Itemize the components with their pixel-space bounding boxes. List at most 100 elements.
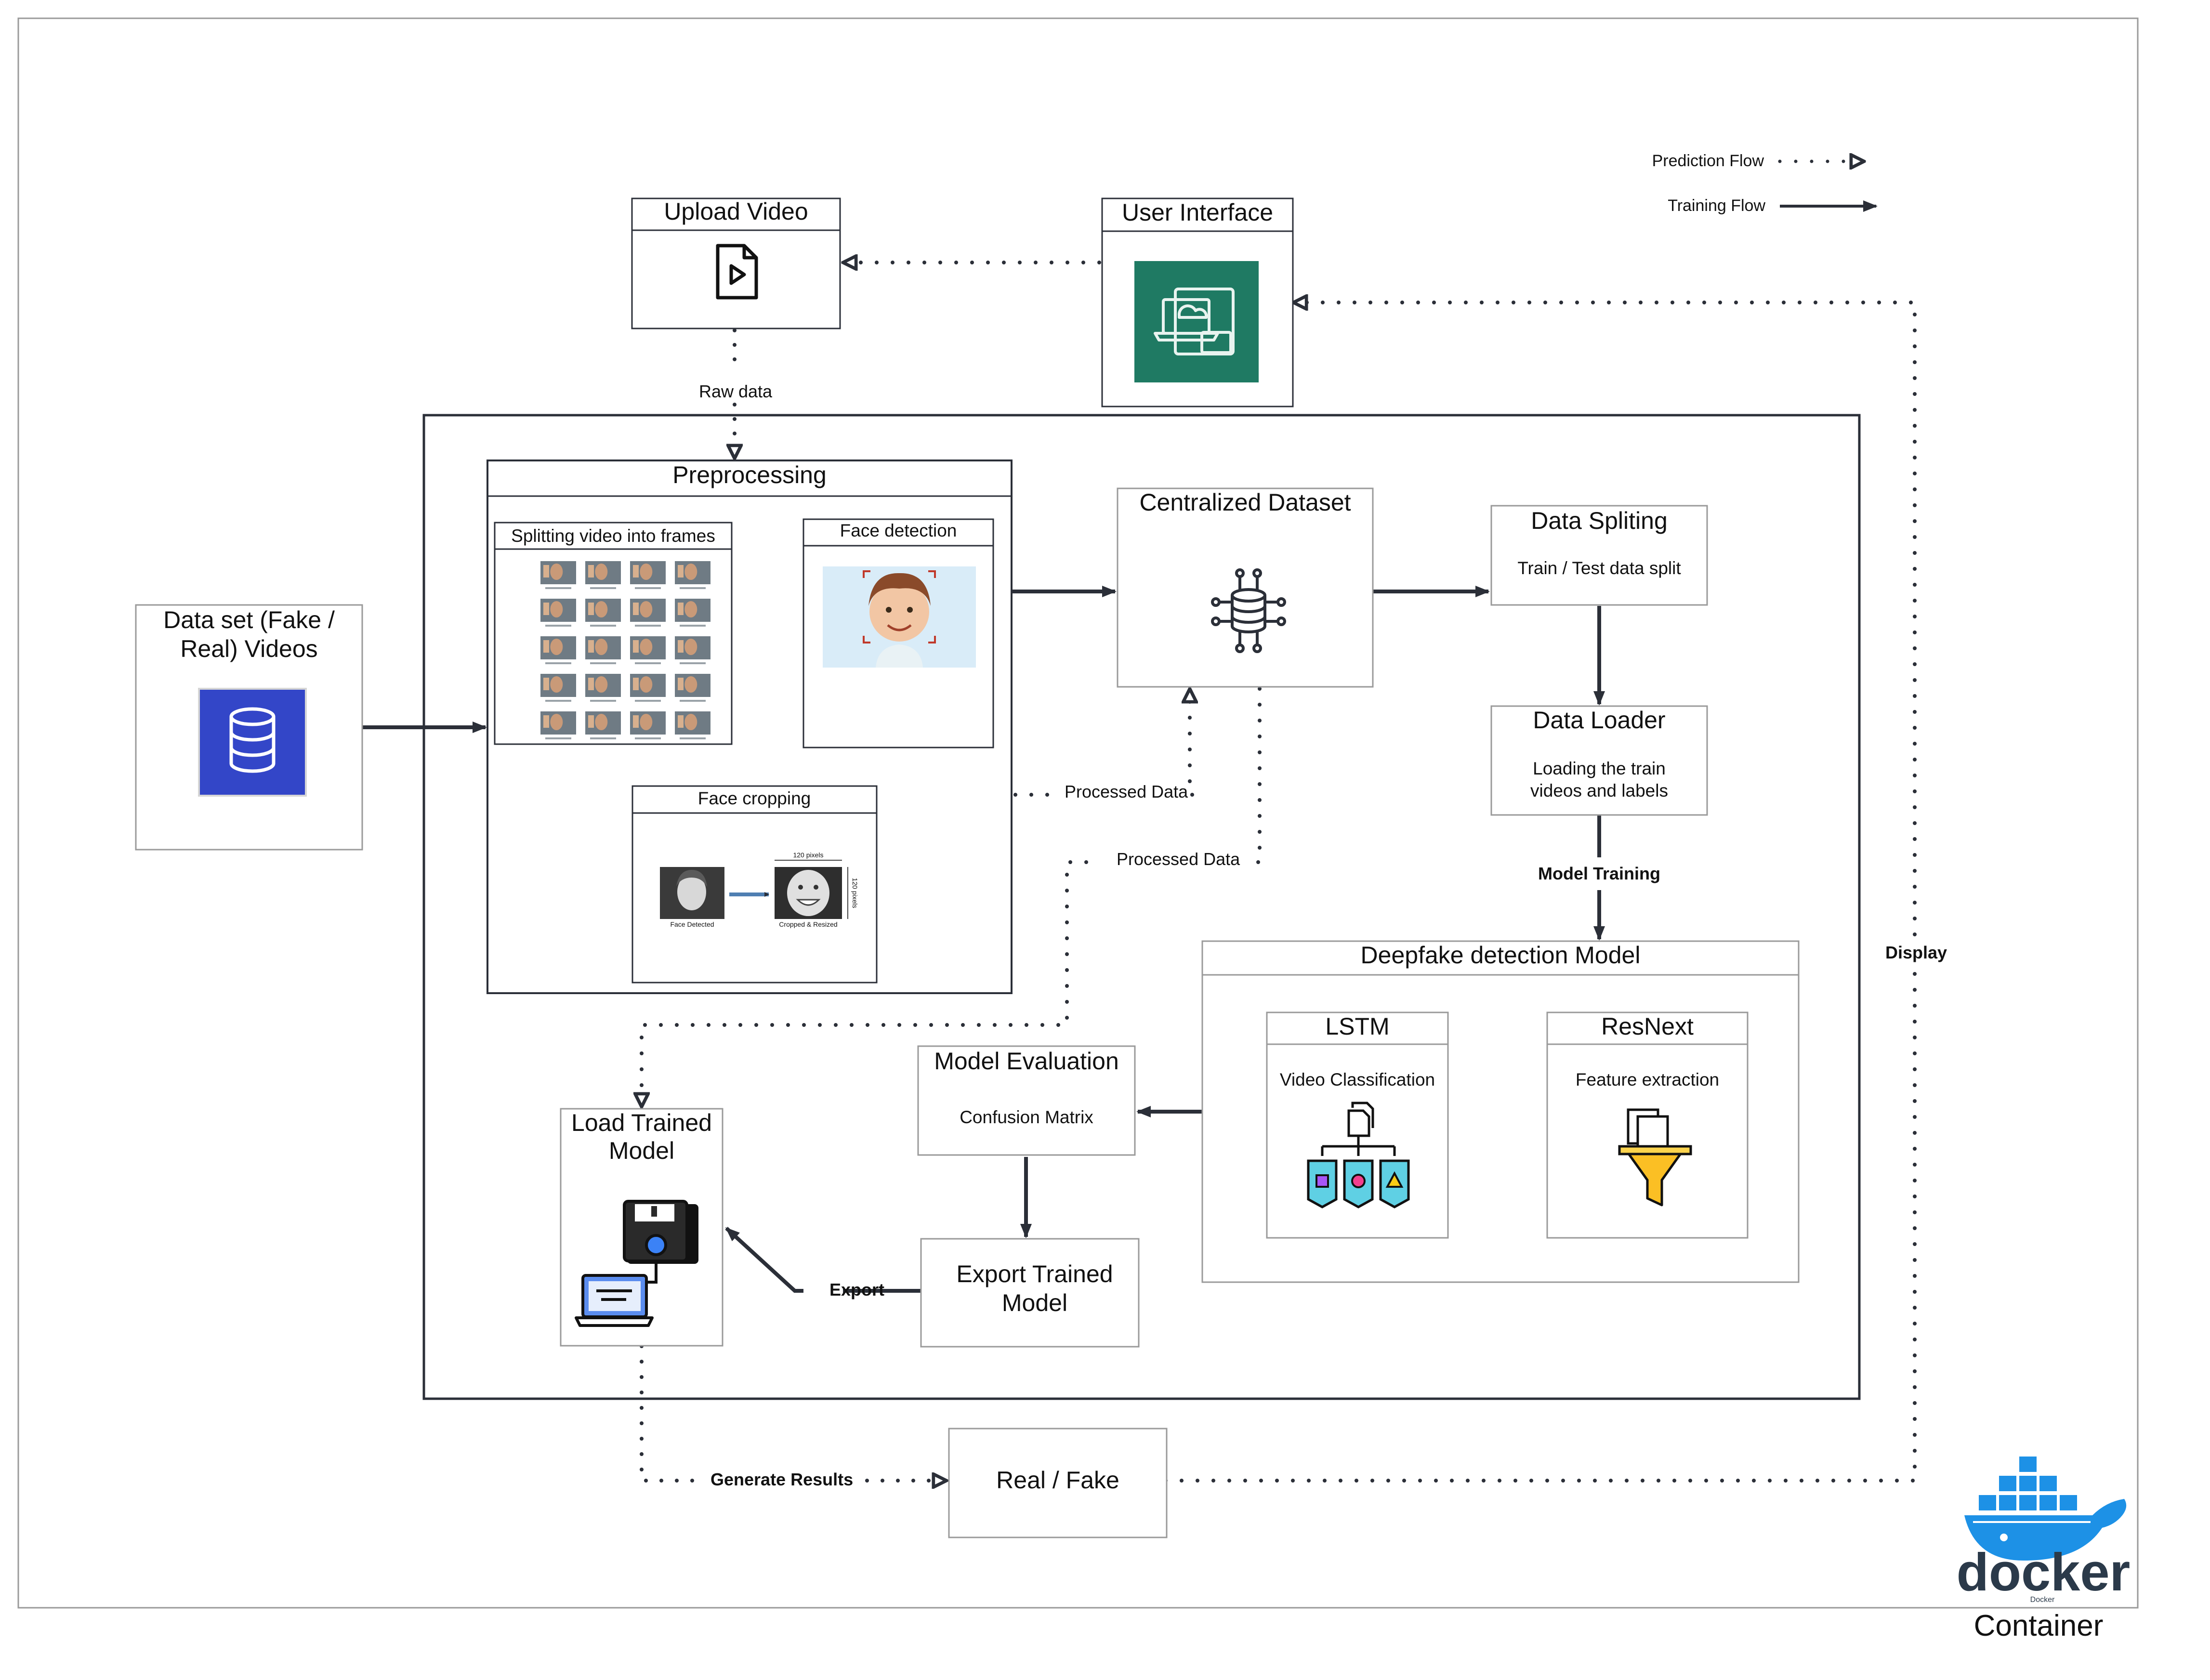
legend-training-label: Training Flow — [1668, 197, 1765, 215]
lstm-subtitle: Video Classification — [1280, 1070, 1435, 1089]
lstm-title: LSTM — [1325, 1013, 1389, 1040]
floppy-laptop-icon — [575, 1200, 698, 1327]
frame-thumbnails — [540, 561, 710, 739]
frame-thumbnail — [585, 674, 621, 702]
pipeline-frame — [422, 414, 1861, 1400]
frame-thumbnail — [630, 599, 666, 627]
dataset-title-line2: Real) Videos — [180, 635, 317, 662]
filter-funnel-icon — [1618, 1108, 1692, 1207]
crop-dim-side: 120 pixels — [851, 878, 859, 908]
frame-thumbnail — [630, 561, 666, 589]
docker-wordmark: docker — [1957, 1543, 2131, 1602]
frame-thumbnail — [630, 711, 666, 739]
frame-thumbnail — [585, 711, 621, 739]
classification-tree-icon — [1307, 1102, 1410, 1208]
data-loader-subtitle-line2: videos and labels — [1530, 781, 1668, 801]
outer-frame — [17, 17, 2139, 1609]
frame-thumbnail — [585, 599, 621, 627]
label-processed-data-2: Processed Data — [1117, 849, 1240, 869]
face-detection-illustration — [823, 566, 976, 668]
node-user-interface: User Interface — [1101, 197, 1294, 407]
face-cropping-title: Face cropping — [698, 788, 811, 808]
frame-thumbnail — [540, 711, 576, 739]
ai-database-icon — [1211, 568, 1286, 653]
frame-thumbnail — [540, 599, 576, 627]
upload-video-title: Upload Video — [664, 198, 808, 225]
node-face-detection: Face detection — [802, 518, 994, 748]
docker-small-label: Docker — [2030, 1596, 2055, 1604]
frame-thumbnail — [675, 561, 710, 589]
edge-load-to-result-a — [640, 1344, 705, 1483]
node-centralized-dataset: Centralized Dataset — [1117, 487, 1374, 688]
label-export: Export — [829, 1280, 884, 1299]
load-model-title-line1: Load Trained — [571, 1109, 712, 1136]
edge-labels: Raw data Processed Data Processed Data M… — [699, 381, 1947, 1489]
resnext-subtitle: Feature extraction — [1576, 1070, 1719, 1089]
deepfake-model-title: Deepfake detection Model — [1361, 942, 1641, 969]
docker-whale-icon: docker Docker — [1957, 1455, 2131, 1604]
node-face-cropping: Face cropping Face Detected 120 pixels 1… — [631, 785, 878, 984]
connections — [362, 262, 1917, 1483]
node-splitting-frames: Splitting video into frames — [494, 522, 733, 745]
docker-container-caption: Container — [1974, 1609, 2104, 1642]
frame-thumbnail — [585, 561, 621, 589]
user-interface-title: User Interface — [1122, 199, 1273, 226]
data-loader-subtitle-line1: Loading the train — [1533, 759, 1666, 778]
cloud-devices-icon — [1134, 261, 1259, 382]
edge-processed-1-b — [1190, 687, 1192, 797]
node-upload-video: Upload Video — [631, 197, 841, 329]
node-data-loader: Data Loader Loading the train videos and… — [1490, 705, 1708, 816]
export-model-title-line1: Export Trained — [956, 1260, 1113, 1287]
frame-thumbnail — [675, 636, 710, 664]
crop-dim-top: 120 pixels — [793, 851, 823, 859]
label-model-training: Model Training — [1538, 864, 1660, 883]
centralized-dataset-title: Centralized Dataset — [1139, 489, 1351, 516]
node-lstm: LSTM Video Classification — [1266, 1011, 1449, 1239]
edge-result-to-ui-a — [1164, 971, 1917, 1483]
frame-thumbnail — [630, 674, 666, 702]
splitting-title: Splitting video into frames — [511, 526, 715, 546]
label-processed-data-1: Processed Data — [1065, 782, 1188, 801]
data-splitting-title: Data Spliting — [1531, 507, 1668, 534]
edge-processed-2-b — [642, 860, 1088, 1109]
frame-thumbnail — [675, 711, 710, 739]
frame-thumbnail — [540, 561, 576, 589]
frame-thumbnail — [675, 599, 710, 627]
frame-thumbnail — [585, 636, 621, 664]
model-evaluation-subtitle: Confusion Matrix — [960, 1107, 1093, 1127]
label-display: Display — [1885, 943, 1947, 962]
face-cropping-illustration: Face Detected 120 pixels 120 pixels Crop… — [660, 851, 859, 928]
edge-processed-2-a — [1253, 687, 1262, 864]
node-dataset: Data set (Fake / Real) Videos — [135, 604, 363, 851]
data-loader-title: Data Loader — [1533, 707, 1665, 734]
frame-thumbnail — [540, 674, 576, 702]
edge-export-to-load-b — [725, 1227, 803, 1293]
frame-thumbnail — [540, 636, 576, 664]
load-model-title-line2: Model — [609, 1137, 674, 1164]
dataset-title-line1: Data set (Fake / — [163, 606, 335, 633]
export-model-title-line2: Model — [1002, 1289, 1067, 1316]
database-icon — [198, 688, 307, 797]
edge-result-to-ui-b — [1291, 302, 1917, 936]
resnext-title: ResNext — [1601, 1013, 1694, 1040]
label-raw-data: Raw data — [699, 381, 773, 401]
node-data-splitting: Data Spliting Train / Test data split — [1490, 505, 1708, 606]
node-model-evaluation: Model Evaluation Confusion Matrix — [917, 1045, 1136, 1156]
video-file-icon — [716, 244, 758, 300]
face-detected-caption: Face Detected — [670, 920, 714, 928]
cropped-resized-caption: Cropped & Resized — [779, 920, 837, 928]
frame-thumbnail — [675, 674, 710, 702]
preprocessing-title: Preprocessing — [672, 461, 827, 488]
label-generate-results: Generate Results — [710, 1470, 853, 1489]
face-detection-title: Face detection — [840, 521, 957, 540]
legend: Prediction Flow Training Flow — [1652, 152, 1878, 215]
frame-thumbnail — [630, 636, 666, 664]
real-fake-title: Real / Fake — [996, 1467, 1119, 1494]
node-resnext: ResNext Feature extraction — [1546, 1011, 1749, 1239]
node-export-model: Export Trained Model — [920, 1238, 1140, 1348]
node-real-fake: Real / Fake — [948, 1428, 1168, 1538]
legend-prediction-label: Prediction Flow — [1652, 152, 1764, 170]
node-load-model: Load Trained Model — [560, 1108, 724, 1347]
